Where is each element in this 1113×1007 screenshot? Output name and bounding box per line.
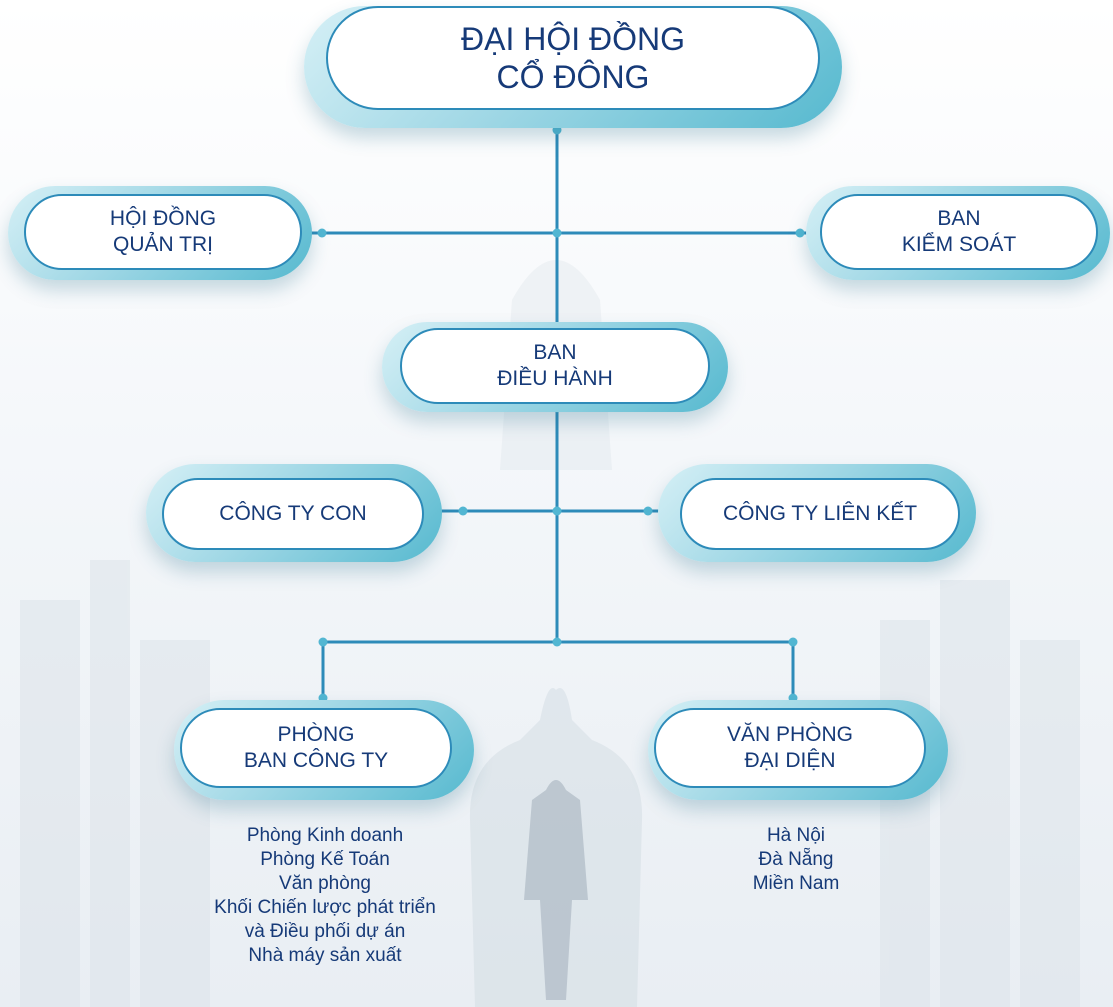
office-list-item: Đà Nẵng: [758, 849, 834, 870]
node-supervisory-board-line-1: BAN: [937, 206, 981, 230]
connector-dot: [317, 228, 327, 238]
node-board-of-directors-line-1: HỘI ĐỒNG: [109, 206, 217, 230]
node-supervisory-board-line-2: KIỂM SOÁT: [901, 233, 1017, 256]
node-affiliates-label: CÔNG TY LIÊN KẾT: [680, 478, 960, 550]
connector-dot: [788, 637, 798, 647]
connector-dot: [552, 506, 562, 516]
connector-dot: [643, 506, 653, 516]
node-board-of-directors-label: HỘI ĐỒNG QUẢN TRỊ: [24, 194, 302, 270]
node-representative-offices-label: VĂN PHÒNG ĐẠI DIỆN: [654, 708, 926, 788]
node-executive-board: BAN ĐIỀU HÀNH: [382, 322, 728, 412]
node-affiliates: CÔNG TY LIÊN KẾT: [658, 464, 976, 562]
department-list-item: Văn phòng: [279, 873, 371, 894]
node-general-meeting-line-2: CỔ ĐÔNG: [496, 59, 650, 95]
connector-dot: [795, 228, 805, 238]
node-company-departments-line-2: BAN CÔNG TY: [243, 749, 389, 772]
node-board-of-directors-line-2: QUẢN TRỊ: [113, 233, 213, 256]
department-list-item: và Điều phối dự án: [244, 921, 406, 942]
node-general-meeting-line-1: ĐẠI HỘI ĐỒNG: [460, 20, 685, 57]
office-list-item: Hà Nội: [766, 825, 826, 846]
node-representative-offices-line-2: ĐẠI DIỆN: [744, 749, 836, 772]
connector-dot: [318, 637, 328, 647]
node-company-departments-label: PHÒNG BAN CÔNG TY: [180, 708, 452, 788]
node-general-meeting-label: ĐẠI HỘI ĐỒNG CỔ ĐÔNG: [326, 6, 820, 110]
node-subsidiaries-line-1: CÔNG TY CON: [219, 501, 367, 525]
node-company-departments-line-1: PHÒNG: [277, 722, 355, 746]
node-general-meeting: ĐẠI HỘI ĐỒNG CỔ ĐÔNG: [304, 6, 842, 128]
department-list: Phòng Kinh doanh Phòng Kế Toán Văn phòng…: [150, 824, 500, 968]
node-supervisory-board: BAN KIỂM SOÁT: [806, 186, 1110, 280]
office-list-item: Miền Nam: [752, 873, 840, 894]
office-list: Hà Nội Đà Nẵng Miền Nam: [696, 824, 896, 896]
node-subsidiaries-label: CÔNG TY CON: [162, 478, 424, 550]
connector-dot: [458, 506, 468, 516]
connector-dot: [552, 637, 562, 647]
node-supervisory-board-label: BAN KIỂM SOÁT: [820, 194, 1098, 270]
node-affiliates-line-1: CÔNG TY LIÊN KẾT: [722, 501, 918, 525]
node-subsidiaries: CÔNG TY CON: [146, 464, 442, 562]
node-executive-board-line-1: BAN: [533, 340, 577, 364]
connector-dot: [552, 228, 562, 238]
department-list-item: Phòng Kinh doanh: [246, 825, 404, 846]
node-executive-board-label: BAN ĐIỀU HÀNH: [400, 328, 710, 404]
node-representative-offices: VĂN PHÒNG ĐẠI DIỆN: [648, 700, 948, 800]
node-company-departments: PHÒNG BAN CÔNG TY: [174, 700, 474, 800]
node-representative-offices-line-1: VĂN PHÒNG: [726, 722, 854, 746]
node-executive-board-line-2: ĐIỀU HÀNH: [497, 367, 613, 390]
node-board-of-directors: HỘI ĐỒNG QUẢN TRỊ: [8, 186, 312, 280]
department-list-item: Khối Chiến lược phát triển: [214, 897, 436, 918]
department-list-item: Nhà máy sản xuất: [248, 945, 402, 966]
department-list-item: Phòng Kế Toán: [260, 849, 390, 870]
